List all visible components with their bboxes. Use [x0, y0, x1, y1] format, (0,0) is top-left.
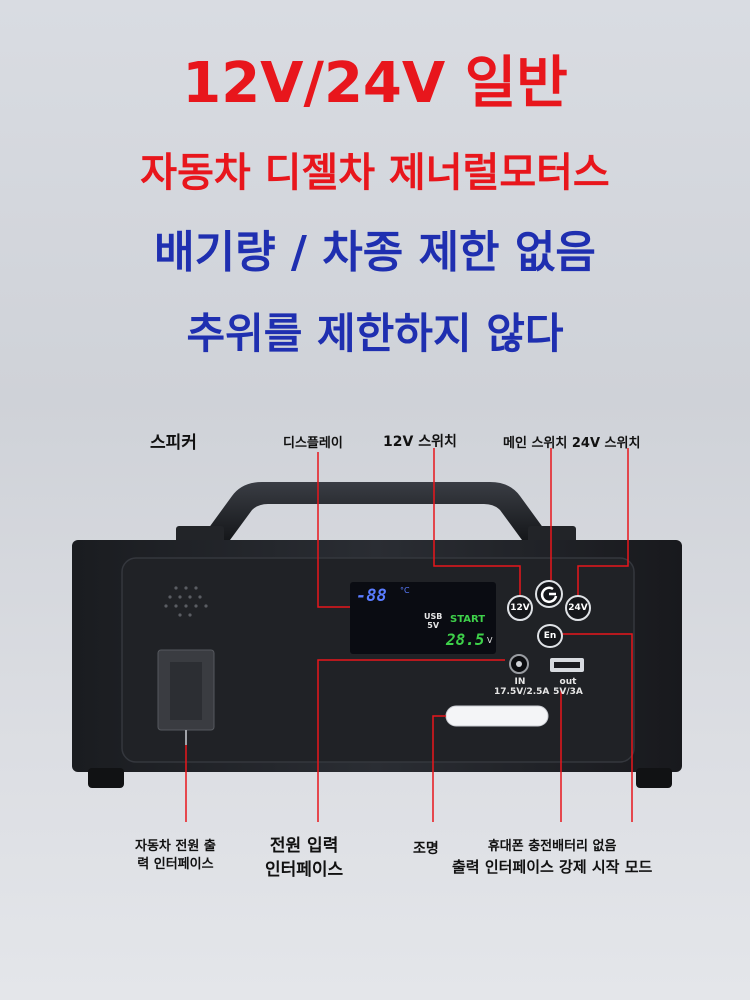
- speaker-grille: [164, 586, 208, 617]
- temperature-unit: °C: [400, 586, 410, 595]
- headline-voltage: 12V/24V 일반: [182, 51, 568, 116]
- start-indicator: START: [450, 614, 486, 625]
- voltage-reading: 28.5: [446, 630, 485, 649]
- label-power-input: 전원 입력 인터페이스: [265, 836, 344, 880]
- dc-input-jack: [509, 654, 529, 674]
- car-output-socket: [157, 649, 215, 745]
- temperature-reading: -88: [356, 586, 387, 606]
- carry-handle: [176, 482, 576, 544]
- usb-indicator: USB 5V: [424, 612, 443, 630]
- foot-left: [88, 768, 124, 788]
- label-car-power-output: 자동차 전원 출 력 인터페이스: [135, 839, 216, 872]
- headline-vehicle-types: 자동차 디젤차 제너럴모터스: [140, 150, 610, 196]
- voltage-unit: V: [487, 636, 493, 645]
- led-light-strip: [445, 705, 549, 727]
- label-main-24v-switch: 메인 스위치 24V 스위치: [503, 436, 641, 451]
- switch-24v-button[interactable]: 24V: [565, 595, 591, 621]
- switch-12v-button[interactable]: 12V: [507, 595, 533, 621]
- label-12v-switch: 12V 스위치: [383, 434, 457, 450]
- lcd-display: -88 °C USB 5V START 28.5 V: [350, 582, 496, 654]
- main-power-button: [535, 580, 563, 608]
- headline-no-limit: 배기량 / 차종 제한 없음: [154, 227, 596, 278]
- input-port-label: IN 17.5V/2.5A: [494, 677, 550, 697]
- leader-lines: [185, 448, 633, 822]
- usb-port-label: out 5V/3A: [553, 677, 583, 697]
- headline-cold: 추위를 제한하지 않다: [186, 309, 564, 358]
- foot-right: [636, 768, 672, 788]
- label-lighting: 조명: [413, 841, 439, 857]
- label-display: 디스플레이: [283, 436, 343, 451]
- label-speaker: 스피커: [150, 433, 197, 453]
- en-force-start-button[interactable]: En: [537, 624, 563, 648]
- usb-port: [550, 658, 584, 672]
- label-forced-start: 휴대폰 충전배터리 없음 출력 인터페이스 강제 시작 모드: [452, 839, 653, 876]
